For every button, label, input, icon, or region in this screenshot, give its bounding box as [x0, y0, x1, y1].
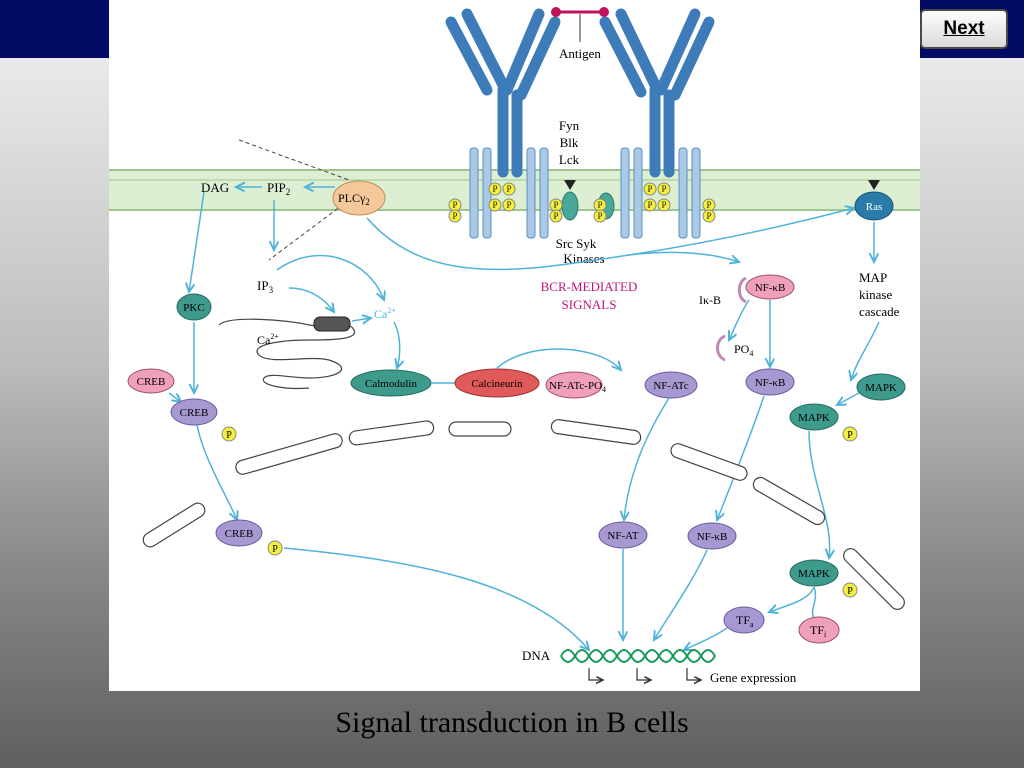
antigen [551, 7, 609, 42]
ca-er-label: Ca2+ [257, 332, 279, 347]
pkc [176, 293, 212, 321]
nfat-nuclear [598, 521, 648, 549]
pkc-label: PKC [183, 302, 204, 314]
p-label: P [226, 430, 232, 441]
phosphate [267, 540, 283, 556]
kinase-blk-label: Blk [560, 135, 579, 150]
gene-expression-label: Gene expression [710, 670, 797, 685]
receptor-phosphates [448, 182, 716, 223]
p-label: P [506, 200, 511, 210]
bcr-signals-label: BCR-MEDIATED [541, 279, 638, 294]
nfatc [644, 371, 698, 399]
mapk-active [789, 403, 839, 431]
mapk-inactive [856, 373, 906, 401]
p-label: P [847, 430, 853, 441]
p-label: P [647, 200, 652, 210]
dna-label: DNA [522, 648, 551, 663]
src-kinase [561, 191, 579, 221]
ikb-label: Iκ-B [699, 293, 721, 307]
creb-label: CREB [180, 407, 209, 419]
p-label: P [706, 200, 711, 210]
nfkb-label: NF-κB [755, 282, 786, 294]
p-label: P [506, 184, 511, 194]
p-label: P [492, 200, 497, 210]
pip2-label: PIP2 [267, 180, 290, 197]
map-kinase-label: cascade [859, 304, 900, 319]
creb-nuclear [215, 519, 263, 547]
nfatc-po4-label: NF-ATc-PO4 [549, 380, 606, 394]
ca-channel [313, 316, 351, 332]
creb-label: CREB [225, 528, 254, 540]
map-kinase-label: kinase [859, 287, 892, 302]
kinase-fyn-label: Fyn [559, 118, 580, 133]
p-label: P [661, 200, 666, 210]
kinase-lck-label: Lck [559, 152, 580, 167]
dag-label: DAG [201, 180, 229, 195]
ras-label: Ras [866, 201, 883, 213]
mapk-nuclear [789, 559, 839, 587]
p-label: P [553, 200, 558, 210]
ca-cyto-label: Ca2+ [374, 306, 396, 321]
nfkb-nuclear [687, 522, 737, 550]
antigen-label: Antigen [559, 46, 601, 61]
dna-helix [560, 649, 716, 663]
mapk-label: MAPK [798, 568, 830, 580]
nfkb-label: NF-κB [755, 377, 786, 389]
bcr-signals-label: SIGNALS [562, 297, 617, 312]
ip3-label: IP3 [257, 278, 274, 295]
p-label: P [553, 211, 558, 221]
nfat-label: NF-AT [607, 530, 638, 542]
po4-label: PO4 [734, 342, 753, 358]
nfkb [745, 368, 795, 396]
p-label: P [492, 184, 497, 194]
nuclear-envelope [142, 419, 905, 610]
phosphate [842, 582, 858, 598]
calmodulin-label: Calmodulin [365, 378, 417, 390]
ig-alpha-beta-chains [469, 147, 701, 239]
map-kinase-label: MAP [859, 270, 887, 285]
p-label: P [272, 544, 278, 555]
mapk-label: MAPK [798, 412, 830, 424]
p-label: P [706, 211, 711, 221]
p-label: P [661, 184, 666, 194]
nfkb-ikb-complex [745, 274, 795, 300]
bcr-receptor-right [599, 8, 715, 178]
p-label: P [597, 211, 602, 221]
phosphate [221, 426, 237, 442]
plc-gamma2 [332, 180, 386, 216]
nfatc-phosphorylated [545, 371, 603, 399]
slide-caption: Signal transduction in B cells [335, 706, 689, 739]
nfkb-label: NF-κB [697, 531, 728, 543]
p-label: P [452, 200, 457, 210]
phosphate [842, 426, 858, 442]
tfa-label: TFa [736, 613, 754, 629]
calcineurin-label: Calcineurin [471, 378, 523, 390]
kinases-label: Kinases [563, 251, 604, 266]
creb-label: CREB [137, 376, 166, 388]
ras [854, 191, 894, 221]
creb-phosphorylated [170, 398, 218, 426]
plc-label: PLCγ2 [338, 191, 370, 207]
next-button[interactable]: Next [920, 9, 1008, 49]
signal-transduction-diagram: Antigen Fyn Blk Lck Src Syk Kinases P P … [109, 0, 920, 691]
p-label: P [597, 200, 602, 210]
tf-inactive [798, 616, 840, 644]
tf-active [723, 606, 765, 634]
p-label: P [647, 184, 652, 194]
p-label: P [452, 211, 457, 221]
calcineurin [454, 368, 540, 398]
bcr-receptor-left [445, 8, 561, 178]
mapk-label: MAPK [865, 382, 897, 394]
nfatc-label: NF-ATc [653, 380, 688, 392]
creb-inactive [127, 368, 175, 394]
tfi-label: TFi [810, 623, 827, 639]
p-label: P [847, 586, 853, 597]
src-syk-label: Src Syk [556, 236, 597, 251]
